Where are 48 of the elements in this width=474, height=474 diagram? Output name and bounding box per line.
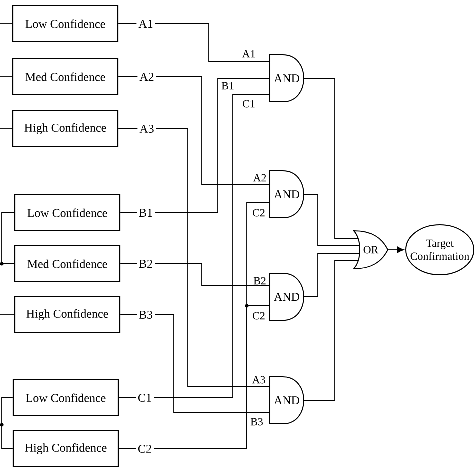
pin-label: A1: [242, 50, 256, 58]
process-box: Med Confidence: [12, 58, 119, 96]
process-box: Med Confidence: [14, 245, 121, 283]
wire: [2, 212, 15, 264]
and-gate: AND: [270, 54, 304, 102]
wire: [304, 260, 359, 401]
and-gate: AND: [270, 170, 304, 218]
wire: [2, 398, 14, 450]
edge-label: C2: [136, 444, 154, 454]
pin-label: B3: [250, 418, 263, 426]
process-box: High Confidence: [12, 110, 119, 148]
pin-label: C1: [243, 100, 255, 108]
pin-label: B2: [254, 277, 266, 285]
or-gate: OR: [354, 230, 388, 270]
edge-label: B3: [137, 310, 155, 320]
edge-label: B2: [137, 259, 155, 269]
edge-label: A3: [138, 124, 156, 134]
pin-label: C2: [253, 312, 265, 320]
wire: [0, 314, 15, 316]
wire: [118, 76, 270, 186]
wire: [304, 78, 359, 240]
wire: [304, 194, 360, 246]
and-gate: AND: [270, 273, 304, 321]
pin-label: A3: [252, 376, 266, 384]
arrow: [388, 246, 404, 254]
wire: [0, 76, 13, 78]
wire: [118, 24, 270, 62]
process-box: Low Confidence: [12, 5, 119, 43]
wire: [118, 306, 270, 450]
edge-label: C1: [136, 392, 154, 404]
process-box: High Confidence: [12, 430, 120, 468]
edge-label: B1: [137, 208, 155, 218]
and-gate: AND: [270, 376, 304, 424]
wire: [120, 78, 270, 214]
edge-label: A2: [138, 72, 156, 82]
pin-label: C2: [253, 209, 265, 217]
wire: [0, 128, 13, 130]
wire: [120, 264, 270, 286]
wire: [120, 314, 270, 414]
pin-label: A2: [253, 174, 266, 182]
edge-label: A1: [136, 19, 156, 29]
process-box: High Confidence: [14, 296, 121, 334]
process-box: Low Confidence: [12, 379, 120, 417]
pin-label: B1: [222, 82, 234, 90]
process-box: Low Confidence: [14, 194, 121, 232]
wire: [118, 94, 270, 398]
wire: [304, 254, 360, 298]
wire: [118, 128, 270, 388]
